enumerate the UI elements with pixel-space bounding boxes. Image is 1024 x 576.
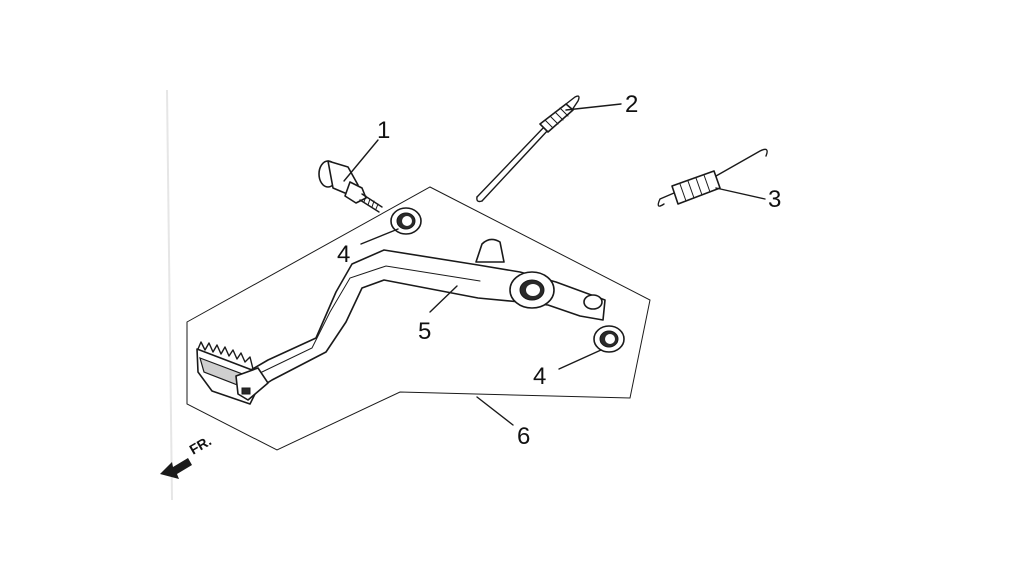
callout-3: 3 [768,186,781,213]
front-direction-label: FR. [187,432,215,457]
callout-5: 5 [418,318,431,345]
leader-lines [343,103,766,426]
return-spring [657,148,768,207]
callout-6: 6 [517,423,530,450]
scan-border-line [166,89,173,501]
callout-1: 1 [377,117,390,144]
leader-1 [343,139,379,182]
leader-4-lower [558,349,602,370]
bushing-lower [593,325,625,353]
leader-5 [429,285,458,313]
leader-6 [476,396,514,426]
leader-3 [715,187,766,200]
pivot-bolt [318,160,383,213]
callout-2: 2 [625,91,638,118]
bushing-upper [390,207,422,235]
spring-pin [476,95,580,203]
callout-4-lower: 4 [533,363,546,390]
leader-4-upper [360,228,399,245]
assembly-outline [186,186,651,451]
front-direction-marker: FR. [160,432,214,479]
front-arrow-icon [160,458,192,479]
brake-pedal-arm [196,238,606,405]
leader-2 [565,103,622,111]
callout-4-upper: 4 [337,241,350,268]
